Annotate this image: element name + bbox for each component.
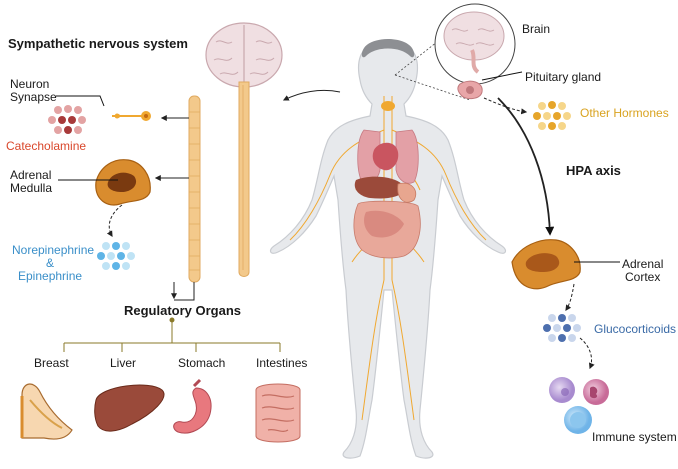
norepinephrine-label: Norepinephrine xyxy=(12,243,95,257)
ampersand-label: & xyxy=(46,256,55,270)
brain-icon xyxy=(205,22,283,88)
norepinephrine-molecules-icon xyxy=(97,242,135,270)
liver-label: Liver xyxy=(110,356,137,370)
intestines-icon xyxy=(255,383,301,443)
adrenal-label: Adrenal xyxy=(10,168,52,182)
stomach-label: Stomach xyxy=(178,356,226,370)
breast-icon xyxy=(20,383,73,440)
medulla-label: Medulla xyxy=(10,181,53,195)
neuron-icon xyxy=(112,111,151,121)
epinephrine-label: Epinephrine xyxy=(18,269,83,283)
glucocorticoids-label: Glucocorticoids xyxy=(594,322,677,336)
catecholamine-molecules-icon xyxy=(48,105,86,134)
intestines-label: Intestines xyxy=(256,356,308,370)
other-hormones-molecules-icon xyxy=(533,101,571,130)
pituitary-icon xyxy=(457,80,483,100)
connectors xyxy=(56,71,620,370)
hpa-axis-label: HPA axis xyxy=(566,163,621,178)
organ-branches xyxy=(63,317,281,352)
stomach-icon xyxy=(173,378,212,434)
body-organs xyxy=(353,101,421,259)
breast-label: Breast xyxy=(34,356,69,370)
neuron-label: Neuron xyxy=(10,77,50,91)
adrenal-cortex-icon xyxy=(511,239,581,290)
glucocorticoid-molecules-icon xyxy=(543,314,581,342)
immune-cells-icon xyxy=(549,377,609,434)
regulatory-organs-title: Regulatory Organs xyxy=(124,303,242,318)
brain-label: Brain xyxy=(522,22,551,36)
synapse-label: Synapse xyxy=(10,90,57,104)
sympathetic-chain-icon xyxy=(188,95,201,283)
pituitary-label: Pituitary gland xyxy=(525,70,602,84)
cortex-label: Cortex xyxy=(625,270,661,284)
pituitary-zoom-icon xyxy=(394,3,516,101)
other-hormones-label: Other Hormones xyxy=(580,106,669,120)
adrenal-medulla-icon xyxy=(95,159,151,206)
immune-system-label: Immune system xyxy=(592,430,677,444)
spinal-cord-icon xyxy=(238,81,250,277)
sympathetic-title: Sympathetic nervous system xyxy=(8,36,188,51)
catecholamine-label: Catecholamine xyxy=(6,139,87,153)
adrenal-right-label: Adrenal xyxy=(622,257,664,271)
liver-icon xyxy=(94,384,165,432)
